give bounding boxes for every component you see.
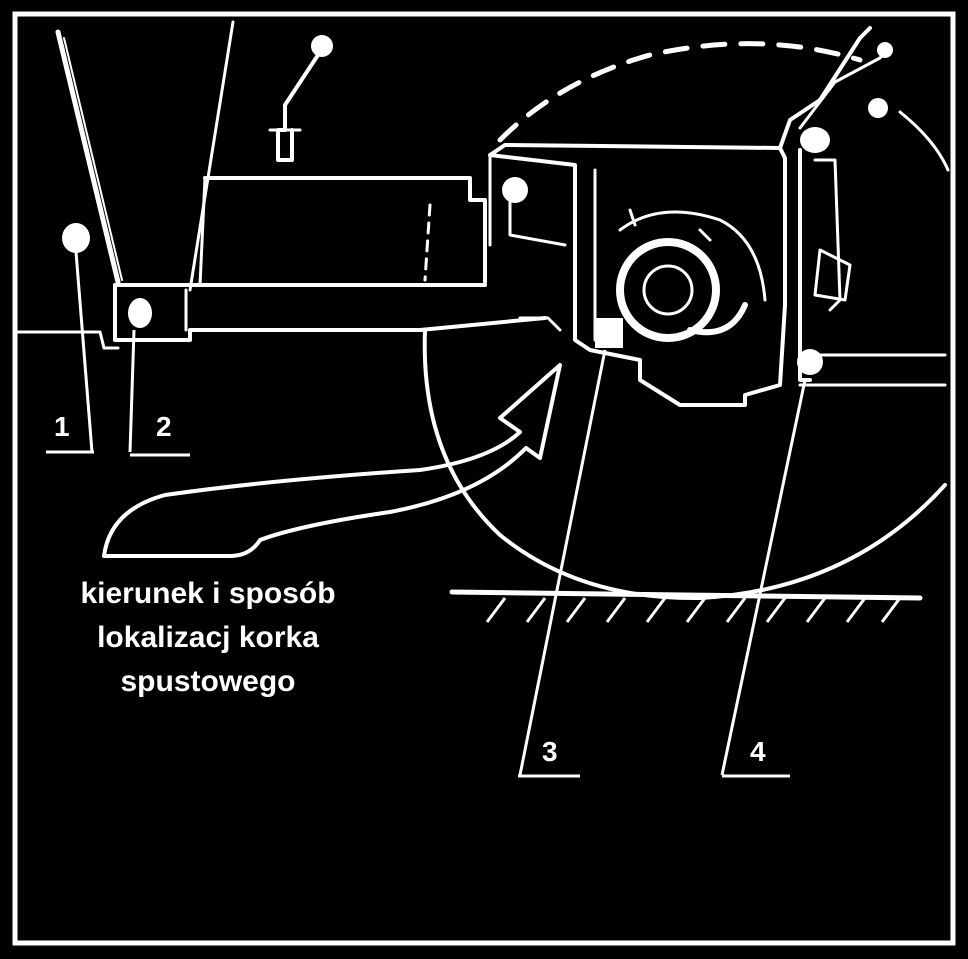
shift-lever: [268, 35, 333, 162]
leader-2: [128, 329, 136, 453]
main-beam: [113, 176, 562, 342]
callout-3: 3: [542, 736, 558, 767]
leader-3: [518, 349, 607, 776]
callout-1: 1: [54, 411, 70, 442]
callout-2: 2: [156, 411, 172, 442]
drain-plug: [595, 318, 623, 348]
leader-lines: [46, 251, 807, 778]
wheel-outline: [422, 41, 950, 601]
bolt-2: [128, 298, 152, 328]
left-frame: [16, 20, 235, 350]
direction-arrow: [102, 363, 562, 558]
caption-line-1: kierunek i sposób: [80, 577, 336, 610]
gearbox-housing: [488, 143, 787, 407]
ground-line: [449, 589, 923, 623]
caption: kierunek i sposób lokalizacj korka spust…: [28, 572, 388, 704]
callout-4: 4: [750, 736, 766, 767]
right-frame: [778, 26, 947, 387]
caption-line-2: lokalizacj korka: [97, 621, 319, 654]
frame-border: [12, 11, 956, 946]
leader-1: [74, 251, 94, 453]
caption-line-3: spustowego: [120, 665, 296, 698]
leader-4: [720, 379, 807, 776]
bolt-1: [62, 223, 90, 253]
